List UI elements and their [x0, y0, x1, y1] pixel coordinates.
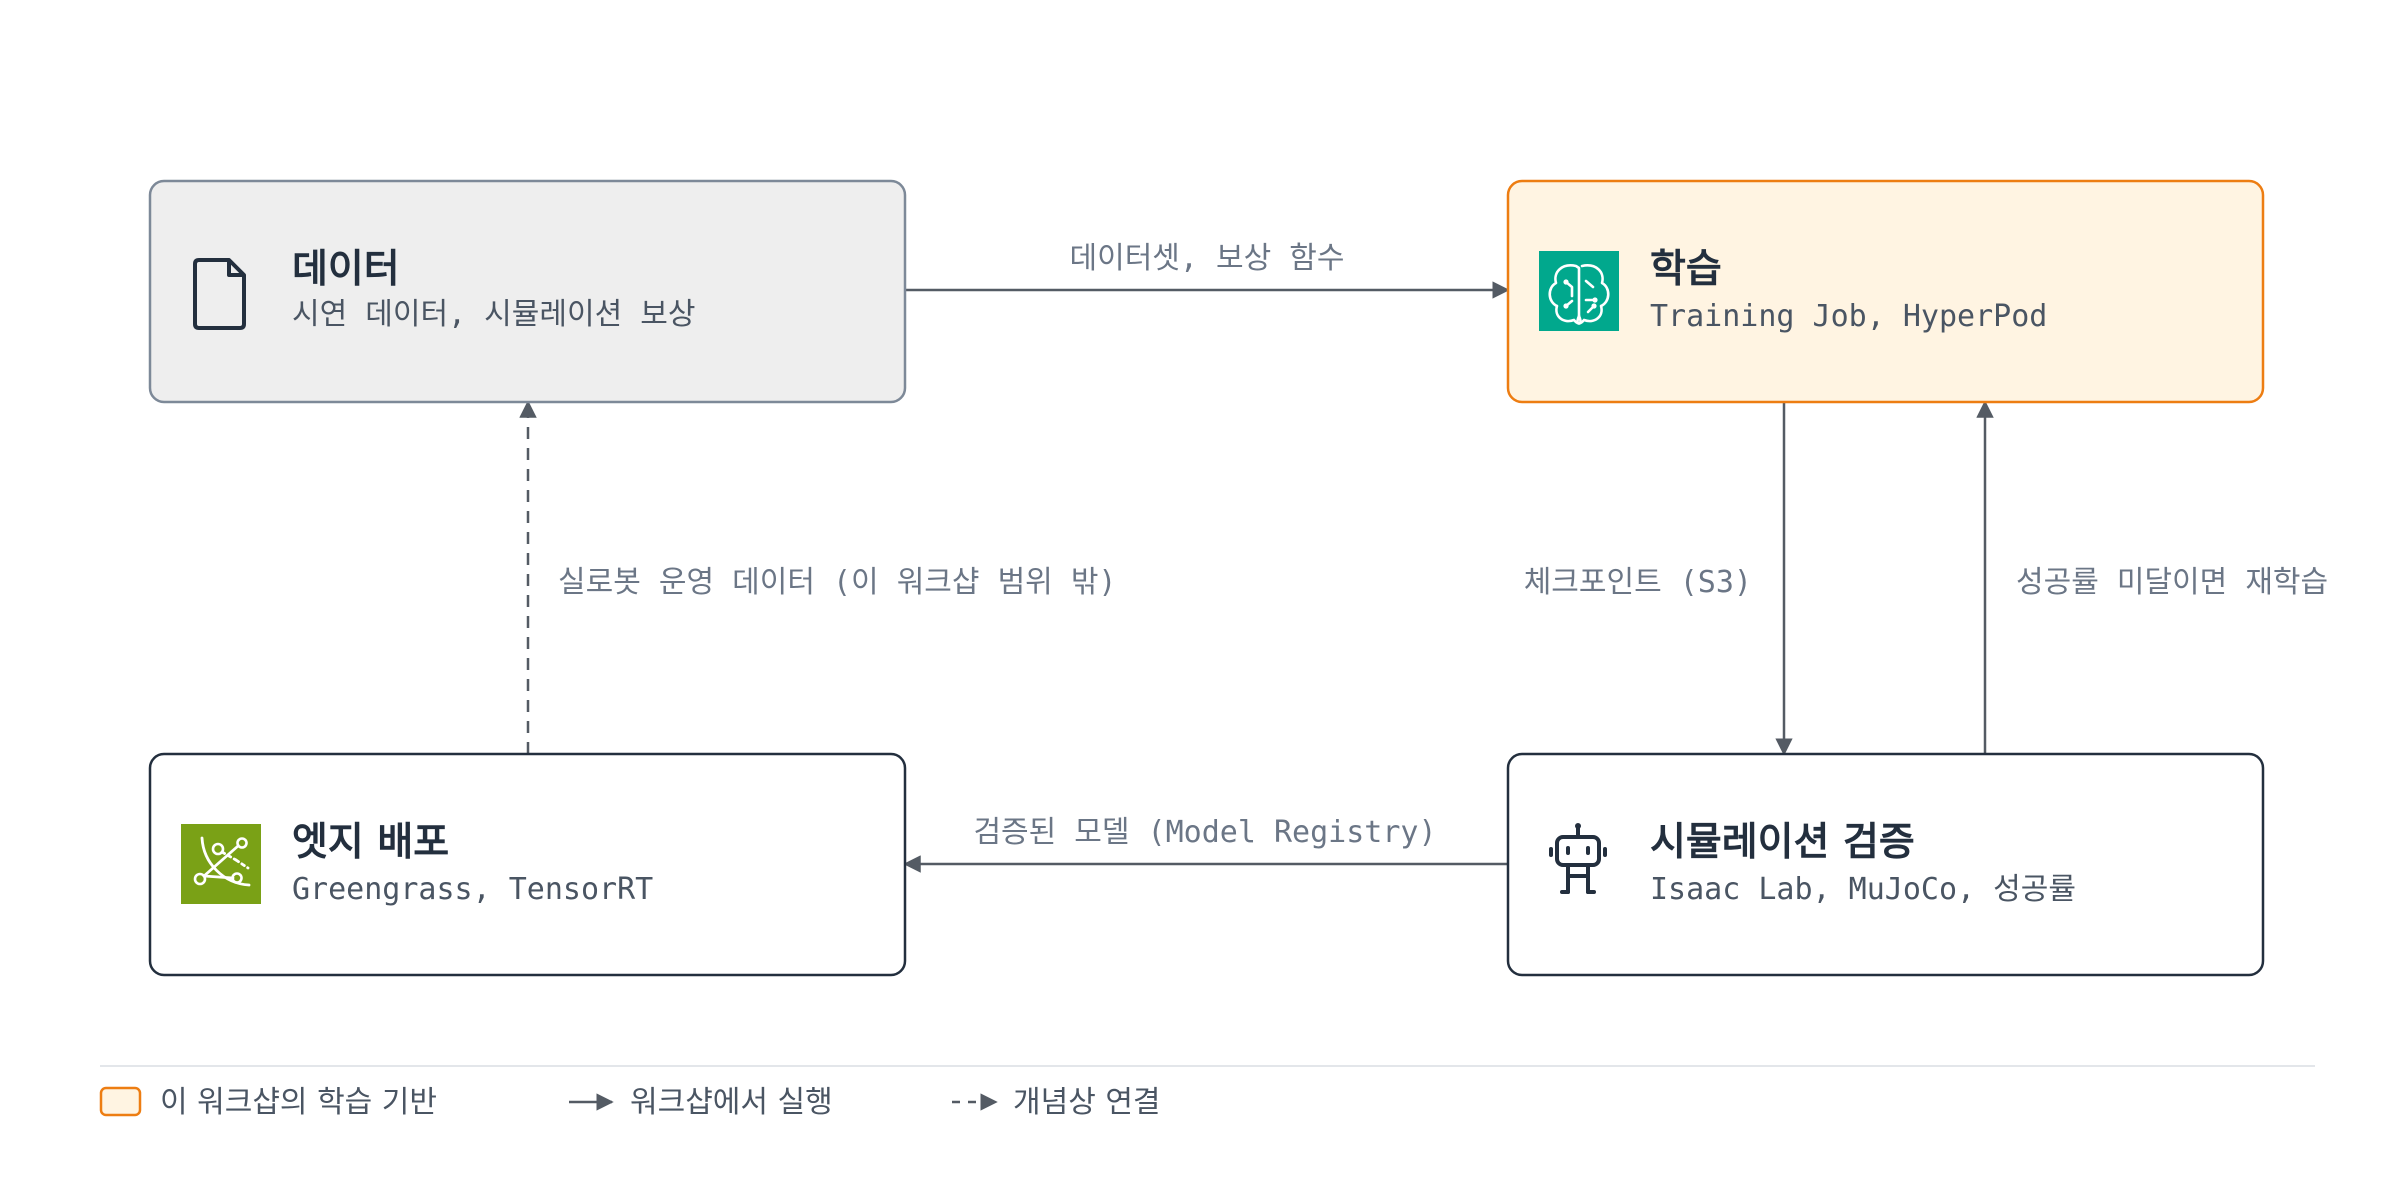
edge-data-to-training: 데이터셋, 보상 함수: [905, 241, 1510, 299]
legend: 이 워크샵의 학습 기반 워크샵에서 실행 개념상 연결: [99, 1085, 1161, 1120]
edge-simulation-to-edge: 검증된 모델 (Model Registry): [903, 815, 1508, 873]
node-training[interactable]: 학습 Training Job, HyperPod: [1506, 179, 2265, 404]
node-data[interactable]: 데이터 시연 데이터, 시뮬레이션 보상: [148, 179, 907, 404]
node-simulation-subtitle: Isaac Lab, MuJoCo, 성공률: [1650, 872, 2076, 907]
legend-item-highlight: 이 워크샵의 학습 기반: [99, 1085, 437, 1120]
legend-solid-label: 워크샵에서 실행: [630, 1085, 833, 1120]
node-edge-subtitle: Greengrass, TensorRT: [292, 872, 653, 907]
legend-highlight-swatch: [99, 1086, 142, 1117]
legend-highlight-label: 이 워크샵의 학습 기반: [160, 1085, 437, 1120]
node-data-subtitle: 시연 데이터, 시뮬레이션 보상: [292, 297, 695, 332]
node-edge-deploy[interactable]: 엣지 배포 Greengrass, TensorRT: [148, 752, 907, 977]
greengrass-icon: [181, 824, 261, 904]
edge-label-simulation-to-edge: 검증된 모델 (Model Registry): [973, 815, 1436, 850]
legend-dashed-label: 개념상 연결: [1013, 1085, 1161, 1120]
document-icon: [193, 258, 246, 330]
node-training-title: 학습: [1650, 247, 1722, 292]
edge-edge-to-data: 실로봇 운영 데이터 (이 워크샵 범위 밖): [519, 400, 1117, 754]
edge-simulation-to-training: 성공률 미달이면 재학습: [1976, 400, 2328, 754]
edge-label-simulation-to-training: 성공률 미달이면 재학습: [2016, 565, 2328, 600]
node-data-title: 데이터: [292, 247, 400, 292]
node-simulation[interactable]: 시뮬레이션 검증 Isaac Lab, MuJoCo, 성공률: [1506, 752, 2265, 977]
robot-icon: [1549, 823, 1607, 894]
node-edge-title: 엣지 배포: [292, 820, 449, 865]
edge-training-to-simulation: 체크포인트 (S3): [1524, 402, 1793, 756]
legend-item-dashed: 개념상 연결: [952, 1085, 1161, 1120]
sagemaker-brain-icon: [1539, 251, 1619, 331]
legend-item-solid: 워크샵에서 실행: [569, 1085, 833, 1120]
edge-label-training-to-simulation: 체크포인트 (S3): [1524, 565, 1752, 600]
edge-label-data-to-training: 데이터셋, 보상 함수: [1070, 241, 1345, 276]
node-training-subtitle: Training Job, HyperPod: [1650, 299, 2047, 334]
node-simulation-title: 시뮬레이션 검증: [1650, 820, 1915, 865]
edge-label-edge-to-data: 실로봇 운영 데이터 (이 워크샵 범위 밖): [558, 565, 1117, 600]
